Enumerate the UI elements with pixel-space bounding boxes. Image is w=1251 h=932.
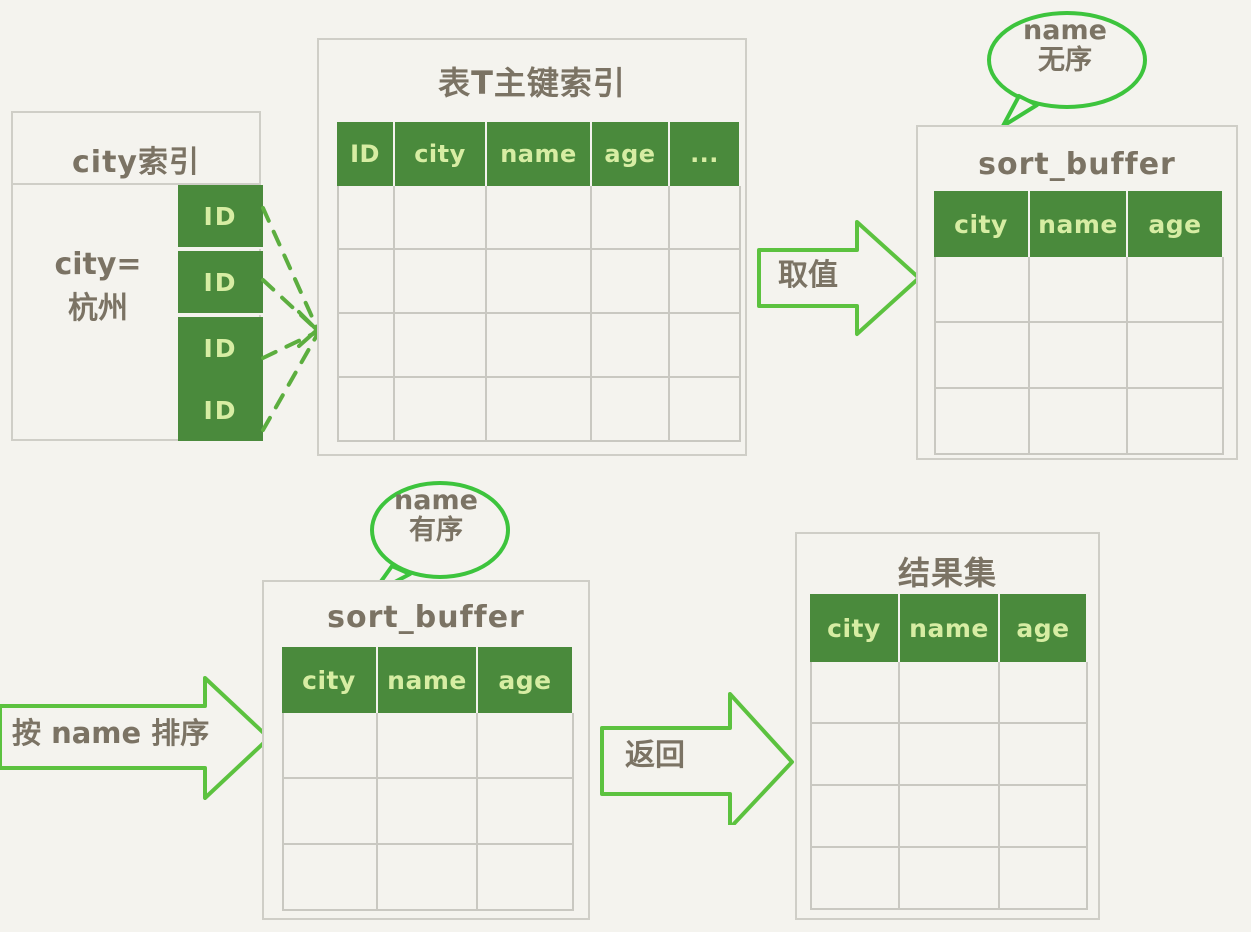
pk-index-grid: ID city name age ... [337, 122, 741, 442]
city-index-condition-line2: 杭州 [68, 290, 128, 326]
pk-cell [337, 314, 395, 378]
sb2-cell [478, 713, 574, 779]
sb2-cell [478, 845, 574, 911]
sort-buffer-sorted-grid: city name age [282, 647, 574, 911]
fetch-value-arrow [757, 220, 921, 336]
rs-col-header: age [1000, 594, 1088, 662]
pk-cell [592, 186, 670, 250]
pk-col-header: ID [337, 122, 395, 186]
sb2-cell [282, 713, 378, 779]
pk-col-header: name [487, 122, 592, 186]
sb2-cell [378, 845, 478, 911]
pk-cell [487, 250, 592, 314]
city-index-panel: city索引 city= 杭州 ID ID ID ID [11, 111, 263, 441]
index-to-table-connectors [261, 206, 319, 432]
city-index-condition: city= 杭州 [23, 243, 173, 330]
return-label: 返回 [625, 738, 685, 773]
pk-cell [395, 378, 487, 442]
pk-cell [592, 314, 670, 378]
city-index-id-cell: ID [178, 317, 263, 381]
sb2-col-header: name [378, 647, 478, 713]
pk-cell [670, 186, 741, 250]
sb1-cell [1128, 389, 1224, 455]
pk-cell [592, 378, 670, 442]
sb1-col-header: age [1128, 191, 1224, 257]
pk-cell [487, 314, 592, 378]
rs-cell [1000, 786, 1088, 848]
sb1-cell [934, 323, 1030, 389]
result-set-panel: 结果集 city name age [795, 532, 1100, 920]
sb1-cell [934, 257, 1030, 323]
sb2-cell [378, 713, 478, 779]
return-arrow [600, 692, 794, 825]
pk-cell [670, 250, 741, 314]
pk-index-panel: 表T主键索引 ID city name age ... [317, 38, 747, 456]
sort-buffer-sorted-panel: sort_buffer city name age [262, 580, 590, 920]
sb2-cell [378, 779, 478, 845]
rs-col-header: city [810, 594, 900, 662]
rs-cell [810, 662, 900, 724]
rs-col-header: name [900, 594, 1000, 662]
sb1-cell [1030, 323, 1128, 389]
sort-by-name-arrow [0, 676, 271, 800]
name-sorted-callout [370, 481, 510, 596]
sb1-cell [1128, 257, 1224, 323]
pk-cell [487, 186, 592, 250]
city-index-title: city索引 [72, 145, 200, 180]
city-index-condition-line1: city= [54, 247, 142, 282]
pk-cell [670, 378, 741, 442]
rs-cell [810, 786, 900, 848]
sort-buffer-unsorted-panel: sort_buffer city name age [916, 125, 1238, 460]
result-set-title: 结果集 [897, 554, 997, 592]
city-index-id-cell: ID [178, 379, 263, 441]
name-unsorted-callout [987, 11, 1147, 128]
sb1-cell [1030, 257, 1128, 323]
rs-cell [900, 786, 1000, 848]
sb1-cell [1128, 323, 1224, 389]
pk-cell [337, 250, 395, 314]
pk-cell [487, 378, 592, 442]
pk-cell [337, 186, 395, 250]
sort-by-name-label: 按 name 排序 [12, 716, 210, 750]
pk-cell [395, 186, 487, 250]
rs-cell [900, 848, 1000, 910]
pk-cell [395, 314, 487, 378]
sb2-cell [478, 779, 574, 845]
pk-cell [670, 314, 741, 378]
pk-cell [395, 250, 487, 314]
rs-cell [1000, 848, 1088, 910]
sb1-cell [1030, 389, 1128, 455]
sort-buffer-unsorted-grid: city name age [934, 191, 1224, 455]
pk-cell [592, 250, 670, 314]
sb1-col-header: city [934, 191, 1030, 257]
rs-cell [1000, 724, 1088, 786]
rs-cell [900, 724, 1000, 786]
pk-col-header: ... [670, 122, 741, 186]
pk-col-header: city [395, 122, 487, 186]
city-index-divider [13, 183, 259, 185]
rs-cell [900, 662, 1000, 724]
rs-cell [1000, 662, 1088, 724]
pk-col-header: age [592, 122, 670, 186]
pk-cell [337, 378, 395, 442]
sort-buffer-unsorted-title: sort_buffer [978, 147, 1176, 182]
rs-cell [810, 848, 900, 910]
sb2-col-header: age [478, 647, 574, 713]
sort-buffer-sorted-title: sort_buffer [327, 600, 525, 635]
city-index-id-cell: ID [178, 185, 263, 249]
result-set-grid: city name age [810, 594, 1088, 912]
city-index-id-cell: ID [178, 251, 263, 315]
sb1-col-header: name [1030, 191, 1128, 257]
sb2-cell [282, 779, 378, 845]
fetch-value-label: 取值 [778, 258, 838, 293]
sb1-cell [934, 389, 1030, 455]
pk-index-title: 表T主键索引 [438, 64, 626, 102]
sb2-col-header: city [282, 647, 378, 713]
sb2-cell [282, 845, 378, 911]
rs-cell [810, 724, 900, 786]
